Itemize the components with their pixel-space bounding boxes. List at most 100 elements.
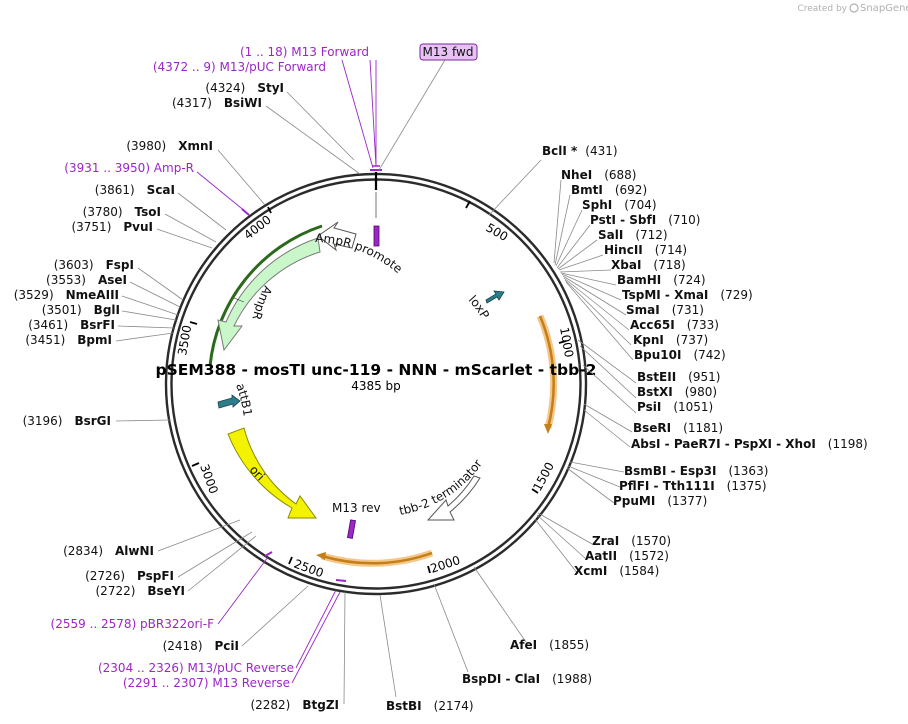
site-fspi-pos: (3603) xyxy=(54,258,94,272)
site-bpmi-pos: (3451) xyxy=(25,333,65,347)
site-absi-name: AbsI - PaeR7I - PspXI - XhoI xyxy=(631,437,816,451)
site-bsrgi-pos: (3196) xyxy=(23,414,63,428)
m13-fwd-box-label: M13 fwd xyxy=(423,45,474,59)
site-bstxi-name: BstXI xyxy=(637,385,673,399)
site-bspdi-pos: (1988) xyxy=(552,672,592,686)
site-bamhi-pos: (724) xyxy=(673,273,705,287)
site-bcli-name: BclI * xyxy=(542,144,578,158)
site-pflfi-name: PflFI - Tth111I xyxy=(619,479,715,493)
svg-text:(2726)PspFI: (2726)PspFI xyxy=(85,569,174,583)
site-bsiwi-name: BsiWI xyxy=(224,96,262,110)
site-sphi-pos: (704) xyxy=(624,198,656,212)
svg-text:(3603)FspI: (3603)FspI xyxy=(54,258,134,272)
tick-500: 500 xyxy=(484,220,511,244)
svg-text:BstBI(2174): BstBI(2174) xyxy=(386,699,474,713)
site-afei-pos: (1855) xyxy=(549,638,589,652)
site-xmni-pos: (3980) xyxy=(126,139,166,153)
svg-text:Bpu10I(742): Bpu10I(742) xyxy=(634,348,726,362)
site-bseri-pos: (1181) xyxy=(683,421,723,435)
site-bstxi-pos: (980) xyxy=(685,385,717,399)
primer-m13-reverse: (2291 .. 2307) M13 Reverse xyxy=(123,676,290,690)
site-bspdi-name: BspDI - ClaI xyxy=(462,672,540,686)
svg-text:NheI(688): NheI(688) xyxy=(561,168,636,182)
svg-text:(3980)XmnI: (3980) XmnI xyxy=(126,139,213,153)
svg-text:BamHI(724): BamHI(724) xyxy=(617,273,706,287)
loxp-label: loxP xyxy=(466,293,492,322)
svg-text:(3751)PvuI: (3751) PvuI xyxy=(71,220,153,234)
svg-text:HincII(714): HincII(714) xyxy=(604,243,687,257)
primer-m13-puc-reverse: (2304 .. 2326) M13/pUC Reverse xyxy=(98,661,294,675)
site-tsoi-name: TsoI xyxy=(135,205,161,219)
orange-feature-bottom xyxy=(321,551,433,565)
site-kpni-pos: (737) xyxy=(676,333,708,347)
svg-text:(2722)BseYI: (2722)BseYI xyxy=(96,584,186,598)
site-tsoi-pos: (3780) xyxy=(83,205,123,219)
svg-text:(3553)AseI: (3553)AseI xyxy=(46,273,127,287)
site-pcii-pos: (2418) xyxy=(163,639,203,653)
site-bstbi-name: BstBI xyxy=(386,699,422,713)
m13-rev-primer-mark xyxy=(347,519,356,539)
site-xbai-name: XbaI xyxy=(611,258,641,272)
site-sphi-name: SphI xyxy=(582,198,612,212)
site-pvui-pos: (3751) xyxy=(71,220,111,234)
site-nhei-pos: (688) xyxy=(604,168,636,182)
ori-arrow xyxy=(227,427,317,519)
site-styi-name: StyI xyxy=(257,81,284,95)
svg-text:PpuMI(1377): PpuMI(1377) xyxy=(613,494,707,508)
svg-text:Acc65I(733): Acc65I(733) xyxy=(630,318,719,332)
primer-amp-r: (3931 .. 3950) Amp-R xyxy=(64,161,194,175)
snapgene-watermark: Created by SnapGene xyxy=(797,3,908,14)
svg-text:SphI(704): SphI (704) xyxy=(582,198,657,212)
svg-text:SalI(712): SalI(712) xyxy=(598,228,668,242)
site-labels-left: (2722)BseYI (2726)PspFI (2834) AlwNI (319… xyxy=(14,81,284,598)
svg-text:(3529)NmeAIII: (3529)NmeAIII xyxy=(14,288,119,302)
site-bsrgi-name: BsrGI xyxy=(74,414,111,428)
site-pspfi-name: PspFI xyxy=(137,569,174,583)
site-smai-name: SmaI xyxy=(626,303,660,317)
orange-feature-right xyxy=(538,315,555,429)
attb1-arrow xyxy=(217,394,241,409)
site-psii-name: PsiI xyxy=(637,400,661,414)
svg-text:(3501)BglI: (3501)BglI xyxy=(42,303,120,317)
svg-text:KpnI(737): KpnI(737) xyxy=(633,333,708,347)
site-scai-name: ScaI xyxy=(147,183,175,197)
tick-3500: 3500 xyxy=(175,324,194,357)
svg-text:(2418)PciI: (2418)PciI xyxy=(163,639,239,653)
site-bsmbi-pos: (1363) xyxy=(728,464,768,478)
site-tspmi-pos: (729) xyxy=(720,288,752,302)
ampr-arrow xyxy=(217,237,321,352)
site-xcmi-name: XcmI xyxy=(574,564,607,578)
svg-text:PstI - SbfI(710): PstI - SbfI(710) xyxy=(590,213,700,227)
site-xmni-name: XmnI xyxy=(178,139,213,153)
svg-text:(4317)BsiWI: (4317)BsiWI xyxy=(172,96,262,110)
site-labels-right: BclI *(431) NheI(688) BmtI(692) SphI(704… xyxy=(542,144,868,578)
site-bpu10i-pos: (742) xyxy=(693,348,725,362)
svg-text:XcmI(1584): XcmI(1584) xyxy=(574,564,659,578)
site-styi-pos: (4324) xyxy=(205,81,245,95)
site-bseri-name: BseRI xyxy=(633,421,671,435)
site-sali-name: SalI xyxy=(598,228,623,242)
site-bsrfi-pos: (3461) xyxy=(28,318,68,332)
site-aatii-pos: (1572) xyxy=(629,549,669,563)
leader-lines xyxy=(115,59,637,705)
site-asei-name: AseI xyxy=(98,273,127,287)
ampr-promoter-arrow xyxy=(317,221,357,252)
watermark-brand: SnapGene xyxy=(860,3,908,14)
ampr-outer-stroke xyxy=(208,224,323,367)
site-alwni-name: AlwNI xyxy=(115,544,154,558)
site-bsmbi-name: BsmBI - Esp3I xyxy=(624,464,716,478)
svg-text:BstEII(951): BstEII(951) xyxy=(637,370,720,384)
site-pvui-name: PvuI xyxy=(123,220,153,234)
svg-text:(2282)BtgZI: (2282)BtgZI xyxy=(250,698,339,712)
site-bsrfi-name: BsrFI xyxy=(80,318,115,332)
svg-text:BmtI(692): BmtI(692) xyxy=(571,183,647,197)
plasmid-name: pSEM388 - mosTI unc-119 - NNN - mScarlet… xyxy=(156,361,597,379)
site-ppumi-name: PpuMI xyxy=(613,494,655,508)
site-bseyi-pos: (2722) xyxy=(96,584,136,598)
svg-text:PsiI(1051): PsiI(1051) xyxy=(637,400,713,414)
tick-1000: 1000 xyxy=(557,326,576,359)
site-alwni-pos: (2834) xyxy=(63,544,103,558)
site-hincii-pos: (714) xyxy=(655,243,687,257)
site-psti-name: PstI - SbfI xyxy=(590,213,656,227)
